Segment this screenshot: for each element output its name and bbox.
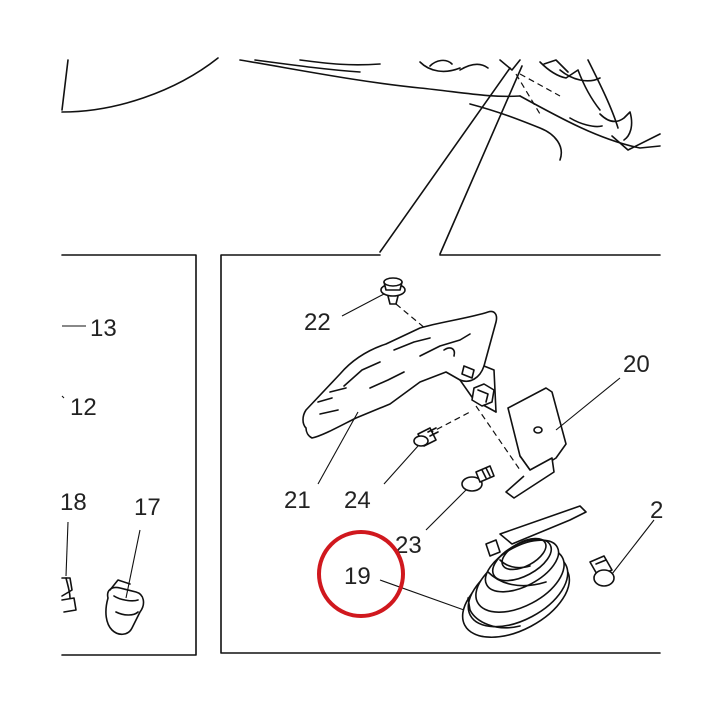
part-21-bracket [302,310,498,439]
callout-22: 22 [304,309,331,336]
part-22-flange-bolt [380,277,406,305]
axis-nut [475,405,521,471]
part-nut [471,383,495,407]
callout-24: 24 [344,487,371,514]
callout-2: 2 [650,497,663,524]
callout-17: 17 [134,494,161,521]
part-19-horn [461,505,587,639]
callout-labels: 13 12 18 17 22 20 21 24 23 19 2 [60,309,663,590]
callout-18: 18 [60,489,87,516]
part-17-clip [105,579,145,636]
part-2-screw [589,555,615,587]
overview-vehicle-section [61,57,661,255]
axis-bracket-bolt [427,411,471,435]
part-23-bolt [461,465,495,492]
callout-13: 13 [90,315,117,342]
callout-19: 19 [344,563,371,590]
callout-12: 12 [70,394,97,421]
highlight-circle [317,530,405,618]
axis-22 [395,303,433,335]
callout-20: 20 [623,351,650,378]
leader-lines [61,293,655,611]
part-24-screw [413,427,439,447]
part-20-plate [505,387,567,499]
callout-21: 21 [284,487,311,514]
part-18-clip [61,577,77,613]
right-inset-frame [220,254,661,654]
left-inset-frame [61,254,197,656]
